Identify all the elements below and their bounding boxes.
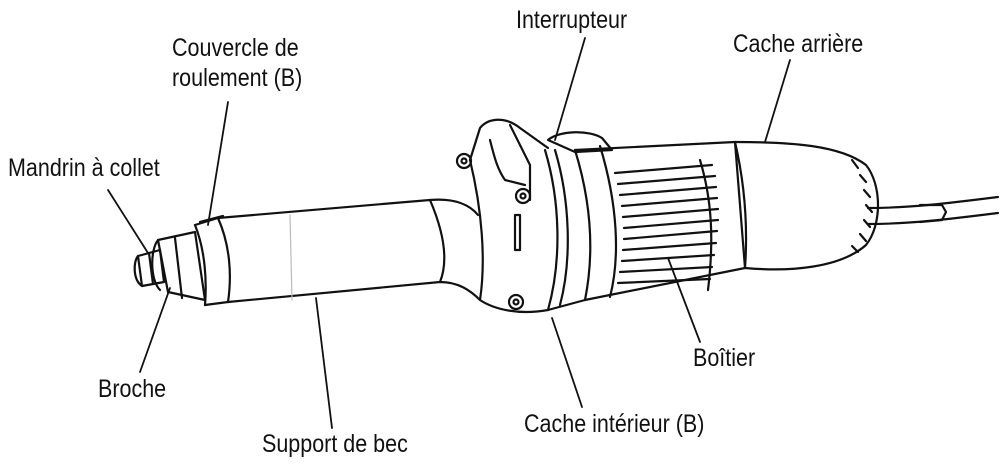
rear-cover bbox=[733, 140, 880, 271]
label-nose-support: Support de bec bbox=[262, 430, 408, 458]
spindle bbox=[151, 230, 207, 302]
motor-housing bbox=[573, 140, 747, 302]
leader-couvercle bbox=[207, 101, 229, 226]
leader-support bbox=[315, 297, 333, 429]
label-spindle: Broche bbox=[98, 375, 167, 403]
label-housing: Boîtier bbox=[693, 344, 756, 372]
power-cord bbox=[866, 195, 1000, 226]
leader-mandrin bbox=[107, 189, 149, 254]
leader-lines bbox=[107, 37, 791, 429]
label-bearing-cover-line2: roulement (B) bbox=[172, 64, 303, 92]
collet-nut bbox=[133, 248, 166, 288]
switch-assembly bbox=[455, 118, 614, 314]
leader-interrupteur bbox=[554, 37, 586, 141]
leader-boitier bbox=[667, 257, 701, 343]
nose-support bbox=[216, 198, 482, 304]
label-switch: Interrupteur bbox=[516, 6, 628, 34]
leader-cache-arriere bbox=[764, 59, 791, 143]
label-rear-cover: Cache arrière bbox=[733, 30, 864, 58]
label-bearing-cover: Couvercle de roulement (B) bbox=[172, 33, 302, 93]
label-inner-cover: Cache intérieur (B) bbox=[524, 410, 705, 438]
leader-cache-interieur bbox=[551, 317, 583, 408]
label-bearing-cover-line1: Couvercle de bbox=[172, 34, 299, 62]
label-collet-chuck: Mandrin à collet bbox=[8, 154, 160, 182]
leader-broche bbox=[139, 287, 171, 373]
